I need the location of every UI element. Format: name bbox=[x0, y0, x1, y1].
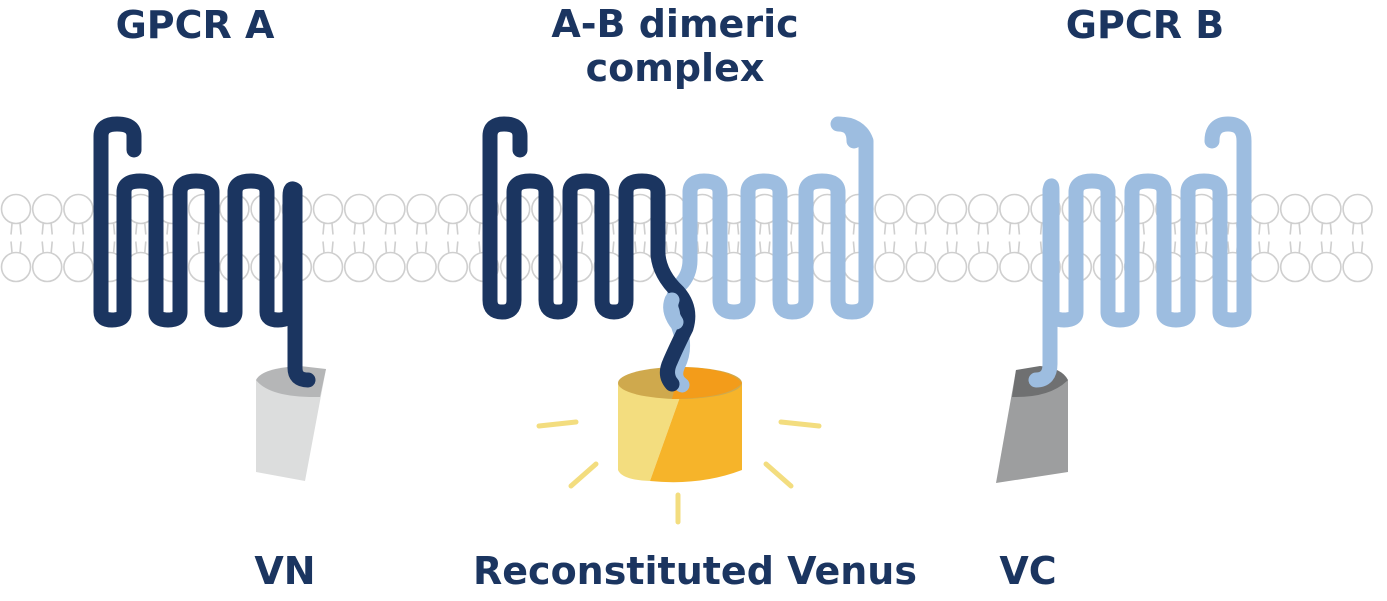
lipid-tails bbox=[1227, 223, 1239, 253]
lipid-head bbox=[31, 251, 63, 283]
lipid-head bbox=[406, 193, 437, 225]
lipid-head bbox=[999, 193, 1030, 225]
lipid-tails bbox=[447, 223, 459, 253]
lipid-head bbox=[936, 193, 968, 225]
lipid-tails bbox=[915, 223, 927, 253]
lipid-tails bbox=[415, 223, 428, 253]
lipid-head bbox=[31, 193, 63, 225]
lipid-tails bbox=[353, 223, 365, 253]
lipid-head bbox=[0, 193, 32, 225]
gpcr-b-label: GPCR B bbox=[1065, 3, 1225, 47]
lipid-tails bbox=[634, 223, 646, 253]
lipid-tails bbox=[1289, 223, 1301, 253]
gpcr-a-receptor bbox=[93, 116, 316, 388]
dimer-twist-overlap bbox=[663, 292, 684, 330]
lipid-head bbox=[63, 251, 94, 283]
lipid-head bbox=[874, 251, 905, 283]
lipid-head bbox=[1279, 251, 1311, 283]
lipid-tails bbox=[759, 223, 771, 253]
lipid-head bbox=[1342, 251, 1373, 283]
lipid-tails bbox=[665, 223, 677, 253]
lipid-head bbox=[375, 251, 406, 283]
lipid-head bbox=[312, 193, 344, 225]
lipid-tails bbox=[977, 223, 989, 253]
lipid-tails bbox=[1351, 223, 1364, 253]
lipid-head bbox=[437, 251, 469, 283]
lipid-tails bbox=[696, 223, 709, 253]
lipid-head bbox=[343, 193, 375, 225]
fluorescence-glow-rays bbox=[536, 419, 822, 525]
lipid-head bbox=[874, 193, 905, 225]
lipid-tails bbox=[322, 223, 334, 253]
lipid-tails bbox=[72, 223, 85, 253]
lipid-head bbox=[1248, 193, 1280, 225]
lipid-tails bbox=[1320, 223, 1333, 253]
lipid-head bbox=[905, 251, 937, 283]
lipid-head bbox=[1342, 193, 1373, 225]
vn-fragment bbox=[256, 366, 326, 481]
lipid-head bbox=[1311, 193, 1342, 225]
lipid-head bbox=[905, 193, 937, 225]
vc-label: VC bbox=[999, 549, 1057, 593]
lipid-head bbox=[375, 193, 406, 225]
vn-label: VN bbox=[254, 549, 316, 593]
lipid-head bbox=[63, 193, 94, 225]
lipid-head bbox=[1248, 251, 1280, 283]
lipid-head bbox=[343, 251, 375, 283]
lipid-head bbox=[1311, 251, 1342, 283]
reconstituted-venus-label: Reconstituted Venus bbox=[473, 549, 917, 593]
lipid-head bbox=[0, 251, 32, 283]
lipid-tails bbox=[946, 223, 958, 253]
lipid-tails bbox=[727, 223, 740, 253]
lipid-tails bbox=[1258, 223, 1270, 253]
lipid-tails bbox=[1008, 223, 1021, 253]
lipid-head bbox=[967, 193, 999, 225]
lipid-tails bbox=[384, 223, 397, 253]
lipid-tails bbox=[883, 223, 896, 253]
lipid-head bbox=[437, 193, 469, 225]
lipid-head bbox=[999, 251, 1030, 283]
gpcr-b-receptor bbox=[1028, 116, 1252, 388]
lipid-head bbox=[936, 251, 968, 283]
lipid-head bbox=[406, 251, 437, 283]
lipid-tails bbox=[41, 223, 53, 253]
dimeric-complex-label: A-B dimeric complex bbox=[551, 2, 799, 90]
lipid-head bbox=[312, 251, 344, 283]
gpcr-a-label: GPCR A bbox=[115, 3, 275, 47]
lipid-tails bbox=[1195, 223, 1208, 253]
lipid-tails bbox=[10, 223, 22, 253]
lipid-tails bbox=[135, 223, 147, 253]
lipid-head bbox=[967, 251, 999, 283]
lipid-head bbox=[1279, 193, 1311, 225]
dimer-gpcr-a-receptor bbox=[482, 116, 696, 392]
